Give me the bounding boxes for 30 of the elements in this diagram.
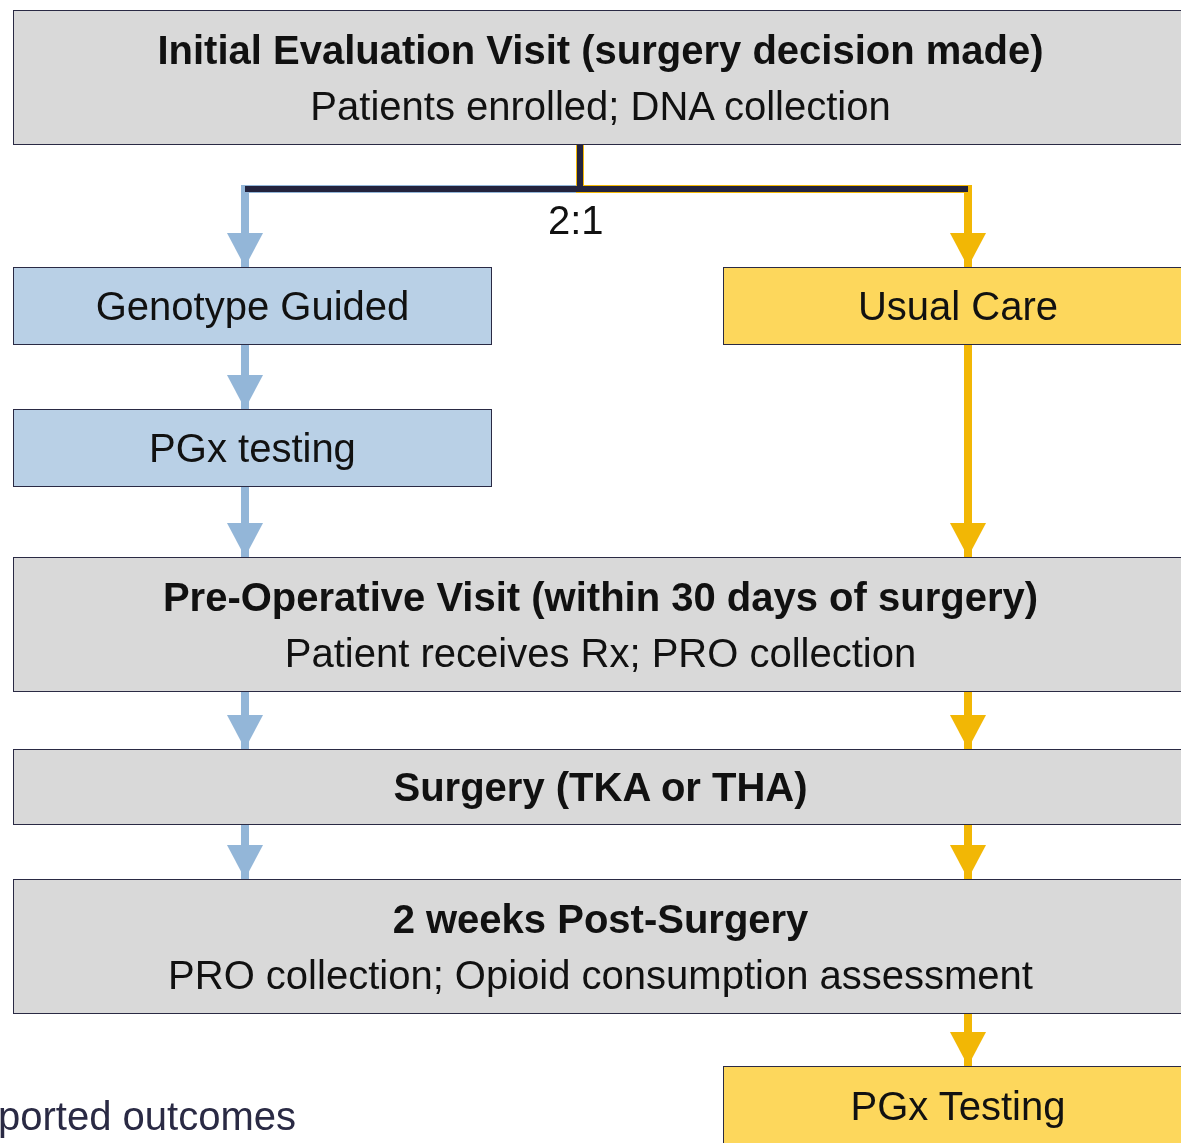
box-text: Patient receives Rx; PRO collection — [284, 629, 917, 677]
box-title: Genotype Guided — [95, 283, 410, 330]
box-title: Surgery (TKA or THA) — [393, 764, 808, 811]
process-box — [13, 879, 1181, 1014]
process-box — [13, 10, 1181, 145]
box-title: PGx testing — [149, 425, 356, 472]
arrow — [576, 145, 986, 267]
arrow — [227, 487, 263, 557]
process-box — [13, 557, 1181, 692]
ratio-label: 2:1 — [548, 198, 604, 243]
box-title: Usual Care — [857, 283, 1059, 330]
arrow — [227, 692, 263, 749]
box-title: PGx Testing — [850, 1083, 1066, 1130]
arrow — [950, 692, 986, 749]
arrow — [950, 345, 986, 557]
box-text: Patients enrolled; DNA collection — [310, 82, 891, 130]
process-box — [723, 267, 1181, 345]
arrow — [950, 1014, 986, 1066]
process-box — [13, 409, 492, 487]
box-text: PRO collection; Opioid consumption assessment — [168, 951, 1033, 999]
box-title: Initial Evaluation Visit (surgery decision made) — [157, 26, 1044, 74]
process-box — [13, 267, 492, 345]
box-title: Pre-Operative Visit (within 30 days of surgery) — [162, 573, 1039, 621]
process-box — [723, 1066, 1181, 1143]
box-title: 2 weeks Post-Surgery — [392, 895, 809, 943]
arrow — [227, 345, 263, 409]
arrow — [227, 825, 263, 879]
arrow — [950, 825, 986, 879]
footnote: ported outcomes — [0, 1094, 296, 1139]
process-box — [13, 749, 1181, 825]
